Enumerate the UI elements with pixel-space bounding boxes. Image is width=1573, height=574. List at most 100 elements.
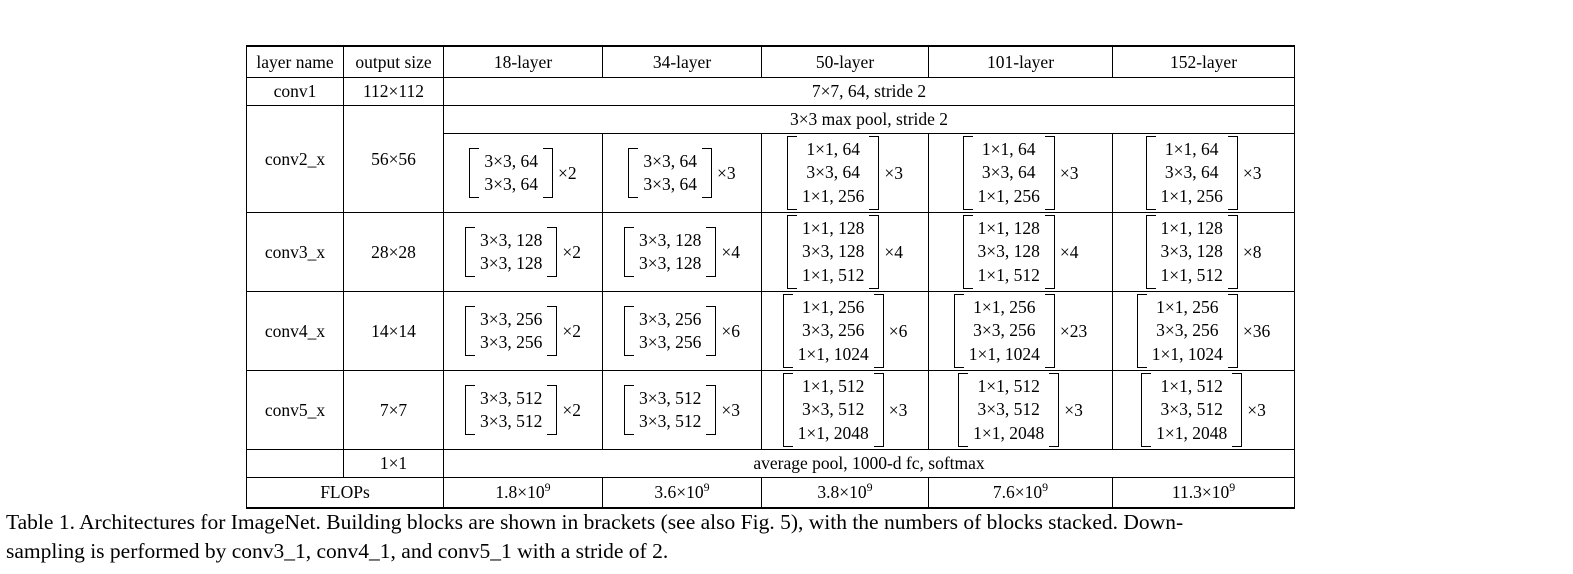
- block-repeat-count: ×2: [562, 241, 581, 262]
- architecture-table: layer name output size 18-layer 34-layer…: [246, 45, 1295, 509]
- residual-block: 3×3, 128 3×3, 128 ×4: [603, 213, 761, 291]
- table-row-flops: FLOPs 1.8×109 3.6×109 3.8×109 7.6×109 11…: [246, 477, 1295, 509]
- column-header-34-layer: 34-layer: [602, 45, 762, 78]
- block-repeat-count: ×2: [562, 399, 581, 420]
- block-layer-line: 3×3, 256: [639, 308, 702, 329]
- left-bracket-icon: [787, 135, 797, 211]
- block-layer-line: 3×3, 512: [639, 411, 702, 431]
- flops-34-layer: 3.6×109: [602, 477, 762, 509]
- block-layer-line: 1×1, 256: [1160, 185, 1223, 206]
- flops-exponent: 9: [1229, 480, 1236, 495]
- block-layer-line: 1×1, 2048: [973, 422, 1045, 443]
- right-bracket-icon: [706, 305, 717, 358]
- bracket-group: 3×3, 128 3×3, 128: [624, 226, 717, 279]
- block-layer-line: 3×3, 512: [977, 399, 1040, 420]
- block-layer-line: 3×3, 64: [1164, 162, 1219, 183]
- block-repeat-count: ×6: [888, 320, 908, 341]
- block-layer-line: 3×3, 64: [806, 162, 860, 183]
- output-size-conv4-x: 14×14: [343, 291, 444, 371]
- block-conv3-x-34: 3×3, 128 3×3, 128 ×4: [602, 212, 762, 292]
- layer-name-conv2-x: conv2_x: [246, 105, 344, 213]
- block-layer-line: 1×1, 512: [802, 375, 865, 396]
- block-layer-line: 3×3, 128: [480, 229, 543, 250]
- output-size-conv1: 112×112: [343, 77, 444, 106]
- right-bracket-icon: [1044, 135, 1055, 211]
- block-layer-line: 1×1, 512: [977, 264, 1040, 285]
- output-size-conv3-x: 28×28: [343, 212, 444, 292]
- block-repeat-count: ×4: [1059, 241, 1079, 262]
- right-bracket-icon: [869, 135, 880, 211]
- block-layer-line: 3×3, 256: [1156, 320, 1219, 341]
- block-repeat-count: ×3: [888, 399, 908, 420]
- column-header-101-layer: 101-layer: [928, 45, 1113, 78]
- block-layer-line: 1×1, 1024: [797, 343, 869, 364]
- block-layer-line: 3×3, 128: [480, 253, 543, 273]
- right-bracket-icon: [1232, 372, 1243, 448]
- block-layer-line: 3×3, 256: [973, 320, 1036, 341]
- block-layer-line: 1×1, 512: [1160, 264, 1223, 285]
- maxpool-spec: 3×3 max pool, stride 2: [443, 105, 1295, 134]
- left-bracket-icon: [962, 214, 973, 290]
- block-repeat-count: ×3: [1064, 399, 1083, 420]
- block-layer-line: 1×1, 512: [802, 264, 865, 285]
- caption-line-2: sampling is performed by conv3_1, conv4_…: [6, 538, 669, 563]
- flops-value: 7.6×109: [992, 480, 1049, 503]
- output-size-conv5-x: 7×7: [343, 370, 444, 450]
- block-layer-line: 3×3, 256: [639, 332, 702, 352]
- left-bracket-icon: [1141, 372, 1152, 448]
- right-bracket-icon: [873, 293, 884, 369]
- block-layer-line: 3×3, 128: [639, 253, 702, 273]
- block-layer-line: 3×3, 64: [643, 150, 697, 171]
- column-header-152-layer: 152-layer: [1112, 45, 1295, 78]
- block-layer-line: 1×1, 1024: [1151, 343, 1223, 364]
- left-bracket-icon: [628, 147, 639, 200]
- block-layer-line: 3×3, 256: [480, 308, 543, 329]
- left-bracket-icon: [782, 372, 793, 448]
- block-layer-line: 3×3, 128: [639, 229, 702, 250]
- block-layer-line: 3×3, 128: [977, 241, 1040, 262]
- block-layer-line: 3×3, 128: [1160, 241, 1223, 262]
- right-bracket-icon: [1227, 135, 1238, 211]
- block-repeat-count: ×4: [721, 241, 740, 262]
- right-bracket-icon: [1227, 214, 1238, 290]
- table-row-average-pool: 1×1 average pool, 1000-d fc, softmax: [246, 449, 1295, 478]
- block-layer-line: 1×1, 256: [802, 185, 865, 206]
- right-bracket-icon: [1044, 214, 1055, 290]
- layer-name-conv1: conv1: [246, 77, 344, 106]
- left-bracket-icon: [787, 214, 797, 290]
- left-bracket-icon: [469, 147, 480, 200]
- block-layer-line: 1×1, 1024: [968, 343, 1040, 364]
- flops-value: 11.3×109: [1171, 480, 1236, 503]
- right-bracket-icon: [1049, 372, 1060, 448]
